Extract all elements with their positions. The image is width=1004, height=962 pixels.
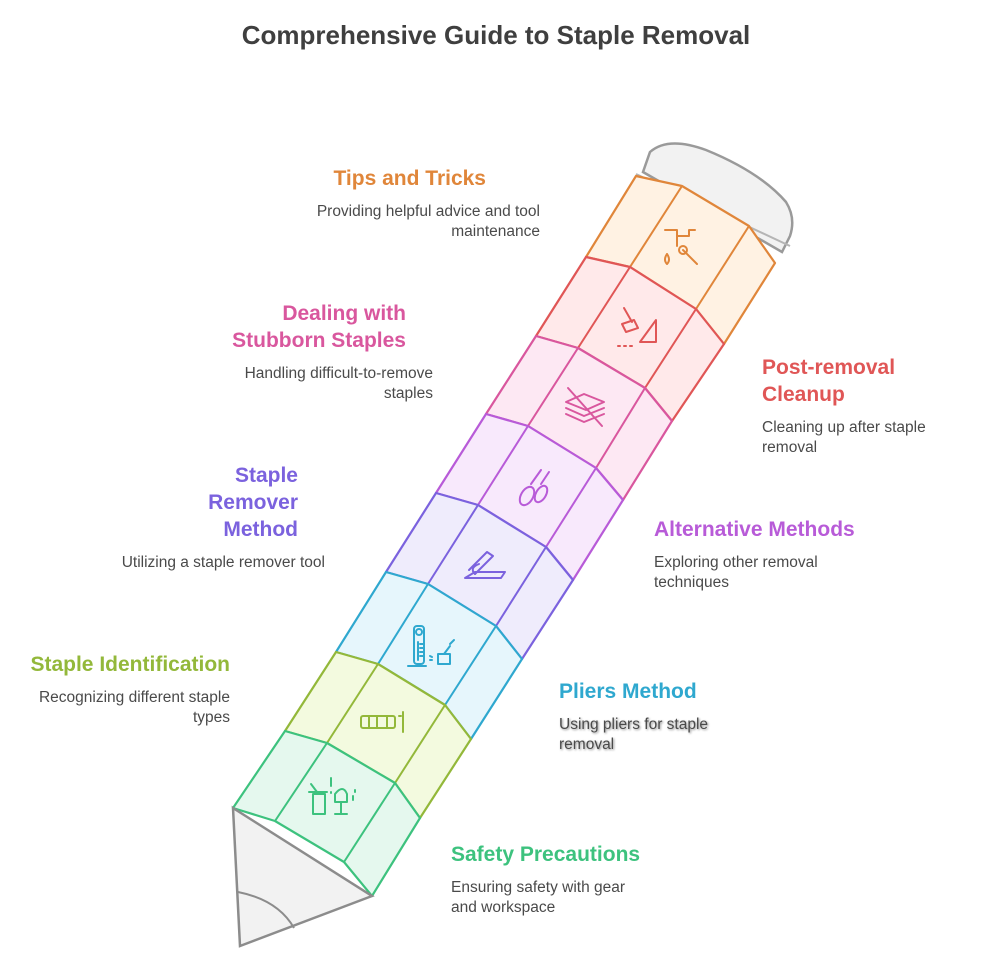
step-title: Staple Identification [30,653,230,676]
workspace-safety-icon [308,777,356,815]
label-dealing-with-stubborn-staples: Dealing with Stubborn Staples Handling d… [200,300,433,404]
step-desc: Cleaning up after staple removal [762,419,926,456]
page-title: Comprehensive Guide to Staple Removal [241,20,751,50]
label-staple-remover-method: Staple Remover Method Utilizing a staple… [120,462,325,573]
staple-strip-icon [360,711,404,733]
step-title: Tips and Tricks [333,167,486,190]
pencil-tip-point [237,891,295,929]
label-alternative-methods: Alternative Methods Exploring other remo… [654,516,894,593]
pliers-tool-icon [407,625,455,667]
eraser-cap [641,142,794,254]
label-pliers-method: Pliers Method Using pliers for staple re… [559,678,759,755]
step-title: Staple Remover Method [208,464,298,541]
step-title: Post-removal Cleanup [762,356,896,406]
step-desc: Using pliers for staple removal [559,716,709,753]
step-desc: Ensuring safety with gear and workspace [451,879,626,916]
step-title: Pliers Method [559,680,697,703]
crossed-paper-stack-icon [565,387,605,427]
step-desc: Recognizing different staple types [38,689,230,726]
step-desc: Exploring other removal techniques [654,554,818,591]
faucet-wrench-icon [664,229,698,265]
broom-dustpan-icon [617,307,657,347]
scissors-icon [518,469,550,507]
label-safety-precautions: Safety Precautions Ensuring safety with … [451,841,671,918]
step-desc: Utilizing a staple remover tool [121,554,325,571]
step-title: Safety Precautions [451,843,641,866]
step-title: Dealing with Stubborn Staples [232,302,406,352]
label-staple-identification: Staple Identification Recognizing differ… [10,651,230,728]
staple-remover-icon [464,551,506,579]
step-title: Alternative Methods [654,518,855,541]
step-desc: Providing helpful advice and tool mainte… [316,203,540,240]
step-desc: Handling difficult-to-remove staples [244,365,433,402]
label-tips-and-tricks: Tips and Tricks Providing helpful advice… [290,165,540,242]
label-post-removal-cleanup: Post-removal Cleanup Cleaning up after s… [762,354,962,458]
pencil-tip [231,805,375,948]
